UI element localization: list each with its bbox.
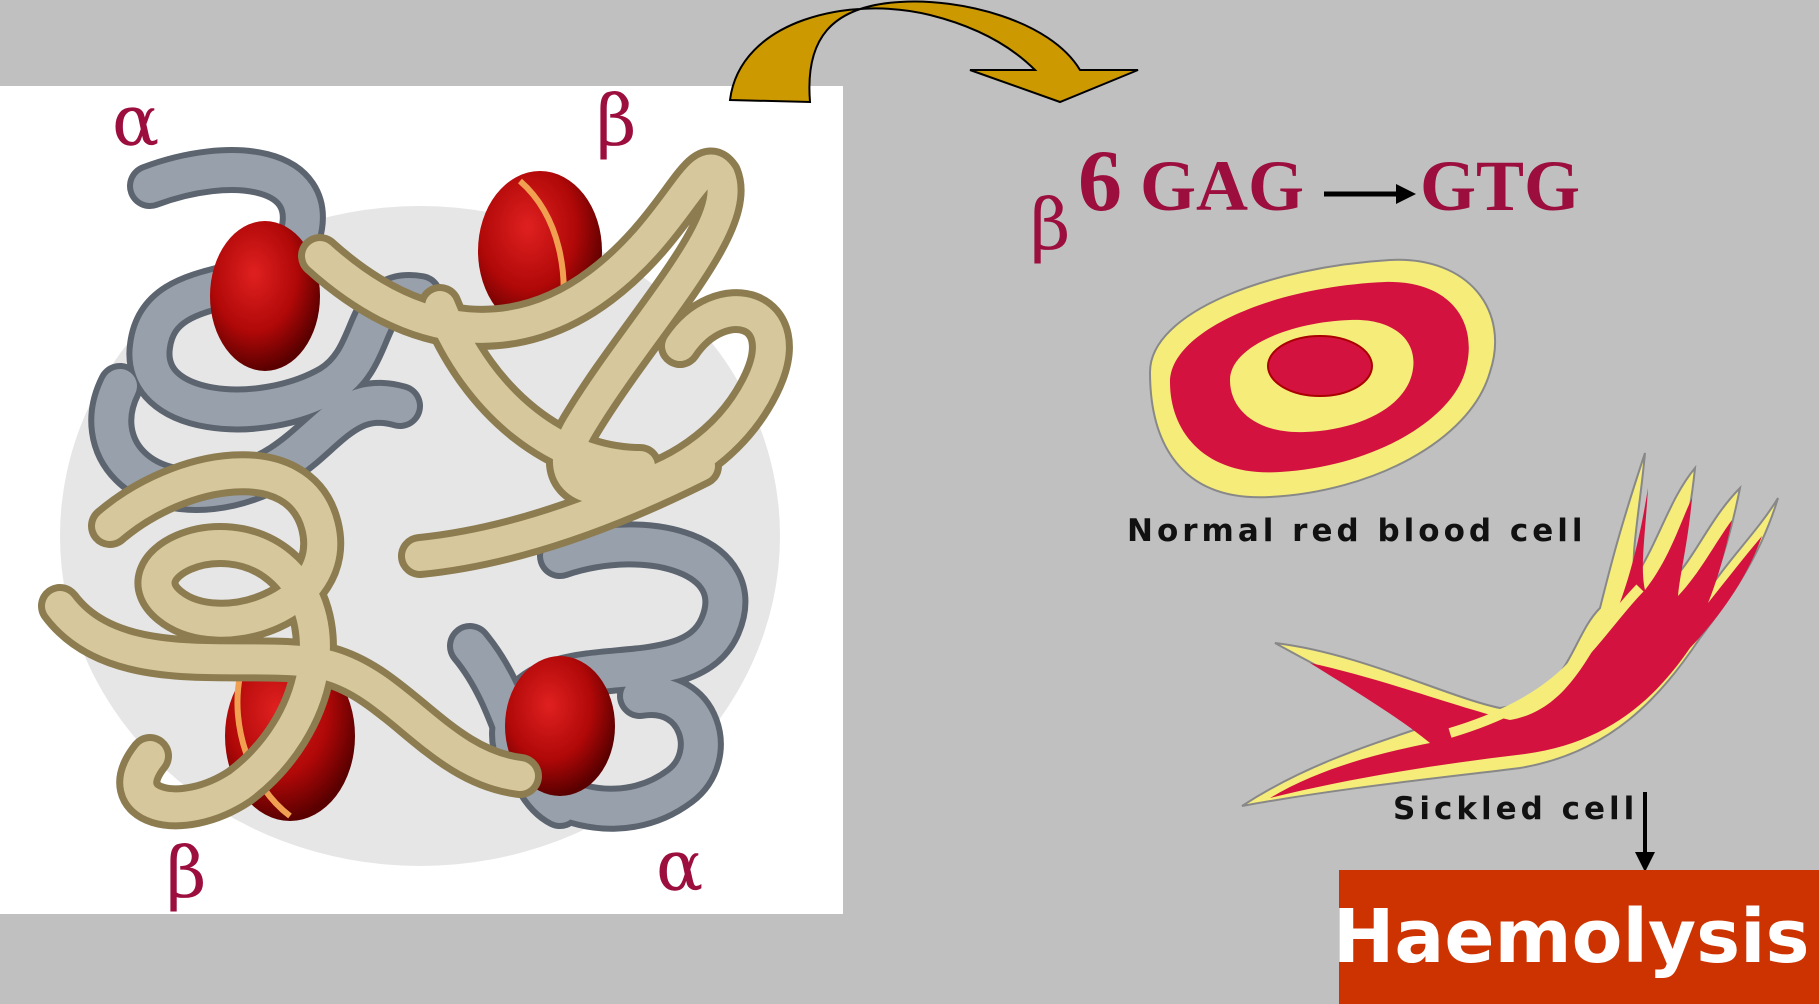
curved-arrow-icon	[720, 0, 1140, 110]
mutation-chain-symbol: β	[1030, 190, 1070, 260]
hemoglobin-structure-image: α β β α	[0, 86, 843, 914]
sickled-cell-image	[1240, 448, 1780, 818]
beta-chain-label-top: β	[596, 86, 636, 156]
down-arrow-icon	[1630, 790, 1660, 874]
alpha-chain-label-top: α	[112, 86, 159, 156]
hemoglobin-ribbon-illustration	[0, 86, 843, 914]
beta-chain-label-bottom: β	[166, 838, 206, 908]
haemolysis-label: Haemolysis	[1332, 894, 1809, 980]
haemolysis-outcome-box: Haemolysis	[1339, 870, 1819, 1004]
alpha-chain-label-bottom: α	[656, 831, 703, 901]
mutation-notation: β 6 GAG GTG	[1030, 130, 1630, 270]
mutation-to-codon: GTG	[1420, 150, 1580, 222]
right-arrow-icon	[1322, 182, 1418, 206]
mutation-from-codon: GAG	[1140, 150, 1304, 222]
mutation-position: 6	[1078, 138, 1122, 226]
sickled-cell-label: Sickled cell	[1393, 791, 1638, 827]
